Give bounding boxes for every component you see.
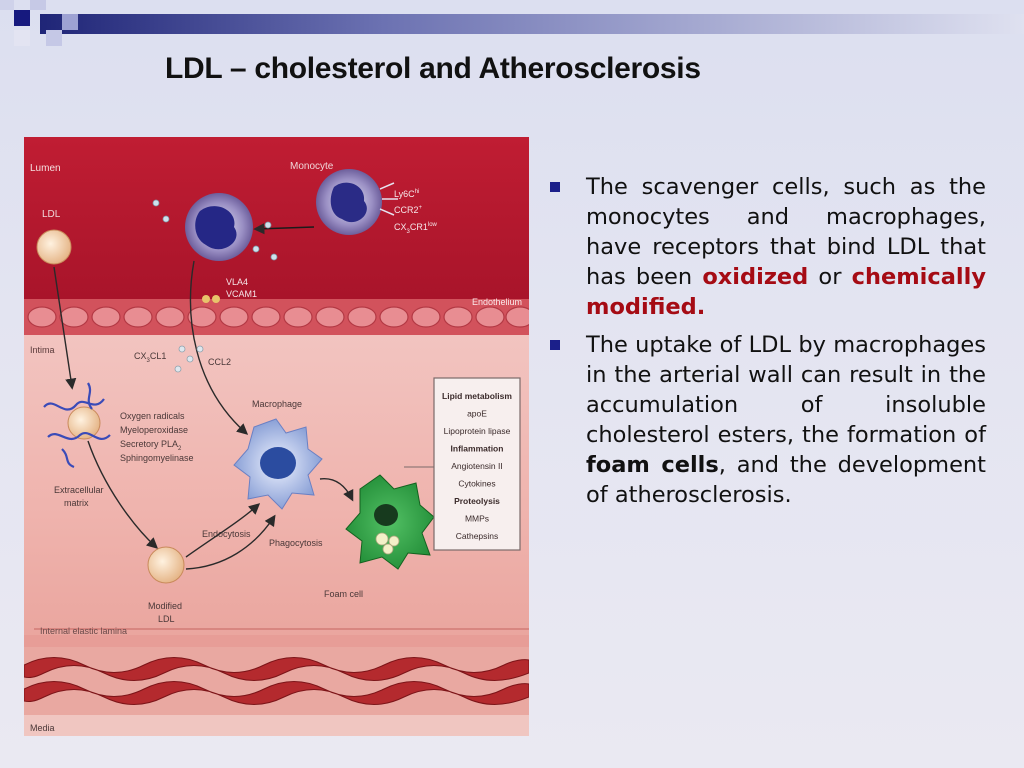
- legend-item: apoE: [467, 409, 487, 419]
- label-foam-cell: Foam cell: [324, 589, 363, 599]
- bullet-square-icon: [550, 340, 560, 350]
- legend-item: Inflammation: [451, 444, 504, 454]
- label-endocytosis: Endocytosis: [202, 529, 251, 539]
- legend-item: Angiotensin II: [451, 461, 503, 471]
- highlight-chemically-modified: chemically modified.: [586, 264, 986, 320]
- ldl-modified: [147, 546, 185, 584]
- slide-title: LDL – cholesterol and Atherosclerosis: [165, 52, 701, 85]
- label-monocyte: Monocyte: [290, 161, 334, 172]
- ldl-oxidized: [67, 406, 101, 440]
- header-decoration: [0, 0, 1024, 46]
- label-internal-elastic-lamina: Internal elastic lamina: [40, 626, 127, 636]
- svg-text:CX3CR1low: CX3CR1low: [394, 222, 438, 235]
- lumen-region: [24, 137, 529, 302]
- svg-text:CCR2+: CCR2+: [394, 205, 423, 215]
- legend-item: MMPs: [465, 514, 489, 524]
- label-lumen: Lumen: [30, 163, 61, 174]
- bullet-item-uptake: The uptake of LDL by macrophages in the …: [548, 330, 986, 510]
- label-ccl2: CCL2: [208, 357, 231, 367]
- label-vla4: VLA4: [226, 277, 248, 287]
- legend-box: [433, 377, 521, 551]
- svg-text:CX3CL1: CX3CL1: [134, 351, 166, 364]
- legend-item: Lipoprotein lipase: [444, 426, 511, 436]
- label-phagocytosis: Phagocytosis: [269, 538, 323, 548]
- legend-items: Lipid metabolism apoE Lipoprotein lipaseIn…: [442, 391, 512, 541]
- svg-text:Extracellular matrix: Extracellular matrix: [54, 485, 106, 508]
- smooth-muscle: [24, 657, 529, 705]
- svg-text:Modified LDL: Modified LDL: [148, 601, 185, 624]
- bullet-list: The scavenger cells, such as the monocyt…: [548, 172, 986, 518]
- label-endothelium: Endothelium: [472, 297, 522, 307]
- svg-text:Ly6Chi: Ly6Chi: [394, 189, 419, 199]
- label-macrophage: Macrophage: [252, 399, 302, 409]
- svg-text:Oxygen radicals Myeloperox: Oxygen radicals Myeloperoxidase Secretor…: [120, 411, 194, 463]
- legend-item: Lipid metabolism: [442, 391, 512, 401]
- endothelial-cells: [27, 306, 529, 328]
- legend-item: Cathepsins: [456, 531, 499, 541]
- label-vcam1: VCAM1: [226, 289, 257, 299]
- label-intima: Intima: [30, 345, 55, 355]
- label-ldl: LDL: [42, 209, 61, 220]
- extracellular-matrix-fibers: [43, 382, 111, 469]
- bullet-square-icon: [550, 182, 560, 192]
- ldl-particle: [36, 229, 72, 265]
- atherosclerosis-diagram: Lumen Monocyte LDL Ly6Chi CCR2+ CX3CR1lo…: [24, 137, 529, 736]
- emphasis-foam-cells: foam cells: [586, 452, 719, 478]
- highlight-oxidized: oxidized: [702, 264, 809, 290]
- legend-item: Proteolysis: [454, 496, 500, 506]
- legend-item: Cytokines: [458, 479, 495, 489]
- atherosclerosis-figure: Lumen Monocyte LDL Ly6Chi CCR2+ CX3CR1lo…: [24, 137, 529, 736]
- bullet-item-scavenger: The scavenger cells, such as the monocyt…: [548, 172, 986, 322]
- label-media: Media: [30, 723, 55, 733]
